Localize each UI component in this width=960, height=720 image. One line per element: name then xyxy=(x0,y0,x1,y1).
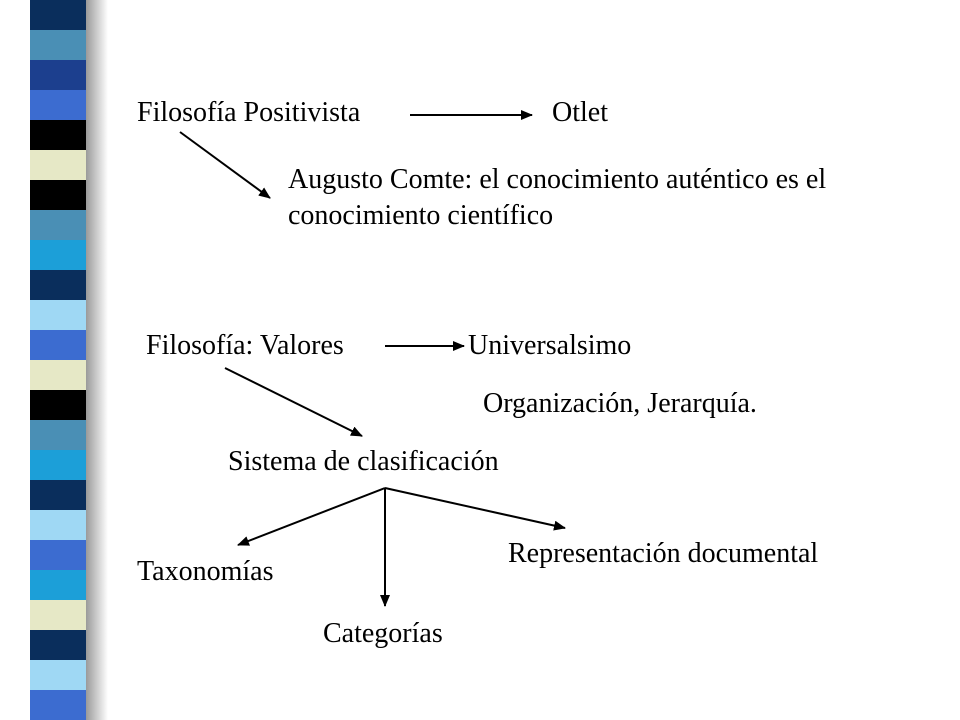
label-sistema: Sistema de clasificación xyxy=(228,446,499,477)
decorative-stripe xyxy=(30,0,86,720)
stripe-segment xyxy=(30,300,86,331)
label-categorias: Categorías xyxy=(323,618,443,649)
stripe-segment xyxy=(30,30,86,61)
stripe-segment xyxy=(30,210,86,241)
stripe-segment xyxy=(30,390,86,421)
stripe-segment xyxy=(30,330,86,361)
label-universalsimo: Universalsimo xyxy=(468,330,632,361)
stripe-segment xyxy=(30,360,86,391)
arrow-positivista-to-comte xyxy=(179,131,271,199)
label-taxonomias: Taxonomías xyxy=(137,556,274,587)
stripe-segment xyxy=(30,270,86,301)
arrow-sistema-to-taxonomias xyxy=(237,487,386,546)
stripe-segment xyxy=(30,660,86,691)
stripe-segment xyxy=(30,120,86,151)
stripe-segment xyxy=(30,690,86,720)
stripe-segment xyxy=(30,90,86,121)
label-comte: Augusto Comte: el conocimiento auténtico… xyxy=(288,164,928,232)
stripe-segment xyxy=(30,60,86,91)
stripe-segment xyxy=(30,480,86,511)
label-representacion: Representación documental xyxy=(508,538,819,569)
stripe-segment xyxy=(30,510,86,541)
stripe-segment xyxy=(30,0,86,31)
stripe-segment xyxy=(30,180,86,211)
label-organizacion: Organización, Jerarquía. xyxy=(483,388,757,419)
label-filosofia-positivista: Filosofía Positivista xyxy=(137,97,361,128)
stripe-segment xyxy=(30,570,86,601)
label-filosofia-valores: Filosofía: Valores xyxy=(146,330,344,361)
stripe-segment xyxy=(30,630,86,661)
label-comte-line1: Augusto Comte: el conocimiento auténtico… xyxy=(288,164,827,195)
label-otlet: Otlet xyxy=(552,97,608,128)
arrow-valores-to-sistema xyxy=(224,367,363,437)
stripe-shadow xyxy=(86,0,108,720)
label-comte-line2: conocimiento científico xyxy=(288,200,554,231)
stripe-segment xyxy=(30,150,86,181)
stripe-segment xyxy=(30,540,86,571)
arrow-sistema-to-representacion xyxy=(384,487,566,531)
stripe-segment xyxy=(30,420,86,451)
stripe-segment xyxy=(30,450,86,481)
stripe-segment xyxy=(30,240,86,271)
stripe-segment xyxy=(30,600,86,631)
